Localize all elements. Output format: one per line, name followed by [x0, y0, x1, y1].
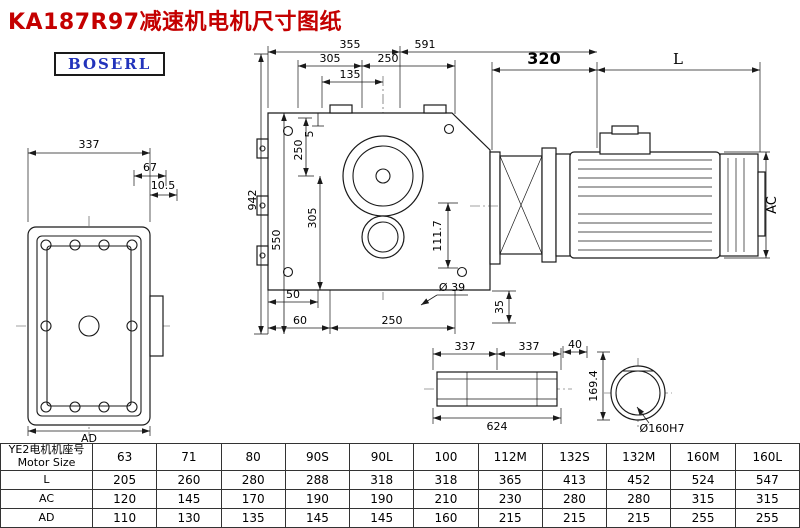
table-cell: 215: [477, 508, 543, 528]
table-cell: 524: [670, 470, 736, 490]
dim-337-shaft-1: 337: [455, 340, 476, 353]
motor-side-view: 320 L AC: [470, 49, 780, 263]
table-header-row: YE2电机机座号 Motor Size 63 71 80 90S 90L 100…: [0, 443, 800, 471]
dim-40: 40: [568, 338, 582, 351]
size-col-header: 132M: [606, 443, 672, 471]
size-col-header: 160L: [734, 443, 800, 471]
motor-size-header-cn: YE2电机机座号: [8, 443, 85, 457]
size-col-header: 71: [156, 443, 222, 471]
dim-305-side: 305: [306, 208, 319, 229]
size-col-header: 63: [91, 443, 158, 471]
size-col-header: 160M: [670, 443, 736, 471]
size-col-header: 132S: [541, 443, 608, 471]
dim-5: 5: [303, 131, 316, 138]
table-cell: 145: [349, 508, 415, 528]
dim-942: 942: [246, 190, 259, 211]
size-col-header: 90S: [284, 443, 351, 471]
table-cell: 210: [413, 489, 479, 509]
dim-L: L: [673, 50, 683, 68]
table-cell: 135: [220, 508, 286, 528]
shaft-bore-view: 169.4 Ø160H7: [587, 351, 685, 435]
table-cell: 547: [734, 470, 800, 490]
table-cell: 110: [91, 508, 158, 528]
motor-size-header-en: Motor Size: [17, 456, 76, 469]
table-cell: 452: [606, 470, 672, 490]
table-cell: 318: [349, 470, 415, 490]
dim-135: 135: [340, 68, 361, 81]
size-col-header: 112M: [477, 443, 543, 471]
size-col-header: 90L: [349, 443, 415, 471]
dim-50: 50: [286, 288, 300, 301]
table-cell: 413: [541, 470, 608, 490]
table-cell: 280: [220, 470, 286, 490]
table-cell: 260: [156, 470, 222, 490]
dim-169-4: 169.4: [587, 370, 600, 402]
dim-320: 320: [527, 49, 560, 68]
table-cell: 190: [349, 489, 415, 509]
table-cell: 365: [477, 470, 543, 490]
table-cell: 170: [220, 489, 286, 509]
row-label: AC: [0, 489, 93, 509]
table-row-AC: AC 120 145 170 190 190 210 230 280 280 3…: [0, 489, 800, 509]
table-row-L: L 205 260 280 288 318 318 365 413 452 52…: [0, 470, 800, 490]
table-cell: 120: [91, 489, 158, 509]
row-label: AD: [0, 508, 93, 528]
dim-337-shaft-2: 337: [519, 340, 540, 353]
front-view: 355 591 305 250 135 942 550 250 5 305 11…: [246, 38, 597, 335]
table-cell: 255: [734, 508, 800, 528]
table-cell: 215: [606, 508, 672, 528]
page-title: KA187R97减速机电机尺寸图纸: [8, 10, 343, 35]
dim-250-top: 250: [378, 52, 399, 65]
dim-dia-160H7: Ø160H7: [640, 422, 685, 435]
technical-drawing: 337 67 10.5 AD: [16, 38, 780, 445]
table-cell: 280: [606, 489, 672, 509]
table-cell: 280: [541, 489, 608, 509]
table-cell: 145: [284, 508, 351, 528]
table-cell: 315: [670, 489, 736, 509]
table-cell: 160: [413, 508, 479, 528]
table-cell: 145: [156, 489, 222, 509]
dim-550: 550: [270, 230, 283, 251]
dim-337-left: 337: [79, 138, 100, 151]
size-col-header: 100: [413, 443, 479, 471]
dim-AD: AD: [81, 432, 97, 445]
dim-35: 35: [493, 300, 506, 314]
row-label: L: [0, 470, 93, 490]
dim-67: 67: [143, 161, 157, 174]
table-cell: 130: [156, 508, 222, 528]
dimension-table: YE2电机机座号 Motor Size 63 71 80 90S 90L 100…: [0, 443, 800, 528]
dim-111-7: 111.7: [431, 220, 444, 252]
shaft-detail-view: 337 337 624 40: [424, 338, 588, 433]
motor-size-header: YE2电机机座号 Motor Size: [0, 443, 93, 471]
table-cell: 215: [541, 508, 608, 528]
dim-dia-39: Ø 39: [439, 281, 465, 294]
dim-60: 60: [293, 314, 307, 327]
dim-10-5: 10.5: [151, 179, 176, 192]
dim-355: 355: [340, 38, 361, 51]
table-cell: 230: [477, 489, 543, 509]
table-cell: 190: [284, 489, 351, 509]
table-cell: 205: [91, 470, 158, 490]
dim-250-bottom: 250: [382, 314, 403, 327]
dim-591: 591: [415, 38, 436, 51]
brand-logo: BOSERL: [54, 52, 166, 76]
dim-AC: AC: [765, 196, 780, 214]
table-cell: 255: [670, 508, 736, 528]
table-cell: 315: [734, 489, 800, 509]
table-cell: 318: [413, 470, 479, 490]
table-row-AD: AD 110 130 135 145 145 160 215 215 215 2…: [0, 508, 800, 528]
dim-250-side: 250: [292, 140, 305, 161]
dim-624: 624: [487, 420, 508, 433]
table-cell: 288: [284, 470, 351, 490]
left-side-view: 337 67 10.5 AD: [16, 138, 178, 445]
dim-305-top: 305: [320, 52, 341, 65]
size-col-header: 80: [220, 443, 286, 471]
